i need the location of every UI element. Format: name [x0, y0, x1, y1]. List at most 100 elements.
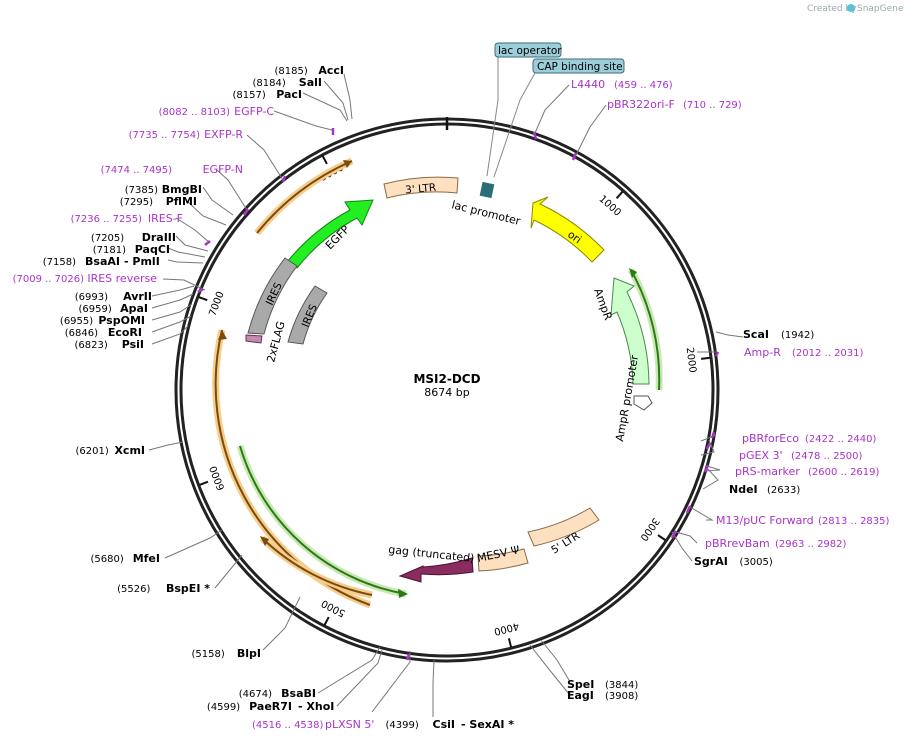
site-spei[interactable]: (3844)SpeI — [567, 678, 638, 691]
primer-pos-exfpr: (7735 .. 7754) — [129, 130, 201, 141]
site-bsaai[interactable]: (7158)BsaAI- PmlI — [43, 255, 160, 268]
site-ndei[interactable]: (2633)NdeI — [729, 483, 800, 496]
site-name-eagi: EagI — [567, 689, 594, 702]
site-bspei[interactable]: (5526)BspEI * — [117, 582, 210, 595]
flag-feature[interactable] — [245, 334, 263, 344]
site-blpi[interactable]: (5158)BlpI — [192, 647, 261, 660]
orf-arc-2-head — [629, 268, 637, 278]
mesv-feature[interactable] — [477, 548, 529, 572]
primer-name-exfpr: EXFP-R — [204, 128, 243, 141]
flag-label: 2xFLAG — [264, 320, 287, 364]
site-pos-ndei: (2633) — [767, 485, 800, 496]
site-name-scai: ScaI — [743, 328, 769, 341]
site-ecori[interactable]: (6846)EcoRI — [65, 326, 142, 339]
site-name-paqci: PaqCI — [135, 243, 170, 256]
primer-name-iresf: IRES-F — [148, 212, 183, 225]
cap-site-box[interactable] — [532, 58, 625, 74]
tick-label-1000: 1000 — [597, 194, 623, 219]
primer-prsmarker[interactable]: (2600 .. 2619) pRS-marker — [735, 465, 880, 478]
site-name-avrii: AvrII — [123, 290, 152, 303]
orf-arc-3-head — [218, 330, 227, 340]
site-paer7i[interactable]: (4599)PaeR7I- XhoI — [207, 700, 334, 713]
tick-label-7000: 7000 — [207, 290, 226, 318]
primer-ampr[interactable]: (2012 .. 2031)Amp-R — [744, 346, 864, 359]
site-pos-avrii: (6993) — [75, 292, 108, 303]
gag-label: gag (truncated) — [388, 543, 475, 565]
ori-feature[interactable] — [530, 196, 605, 263]
orf-arc-5-line — [239, 445, 407, 595]
primer-iresf[interactable]: (7236 .. 7255)IRES-F — [71, 212, 183, 225]
site-csii[interactable]: (4399)CsiI- SexAI * — [386, 718, 515, 731]
primer-name-l4440: L4440 — [571, 78, 605, 91]
site-psii[interactable]: (6823)PsiI — [75, 338, 144, 351]
site-acci[interactable]: (8185)AccI — [275, 64, 344, 77]
leader-lines — [148, 73, 744, 717]
primer-pos-pbr322: (710 .. 729) — [683, 100, 742, 111]
primer-name-egfpc: EGFP-C — [234, 105, 274, 118]
site-sali[interactable]: (8184)SalI — [253, 76, 322, 89]
ires-inner-feature[interactable] — [287, 285, 328, 345]
site-xcmi[interactable]: (6201)XcmI — [76, 444, 145, 457]
ltr5-feature[interactable] — [527, 507, 600, 547]
site-bsabi[interactable]: (4674)BsaBI — [239, 687, 316, 700]
site-name-draiii: DraIII — [142, 231, 176, 244]
site-name-ecori: EcoRI — [108, 326, 142, 339]
primer-m13[interactable]: (2813 .. 2835)M13/pUC Forward — [716, 514, 890, 527]
site-extra-bsaai: - PmlI — [124, 255, 160, 268]
primer-pgex3[interactable]: (2478 .. 2500)pGEX 3' — [739, 449, 863, 462]
ampr-label: AmpR — [591, 287, 615, 323]
primer-name-pgex3: pGEX 3' — [739, 449, 783, 462]
egfp-feature[interactable] — [286, 199, 374, 269]
primer-pos-prsmarker: (2600 .. 2619) — [808, 467, 880, 478]
site-avrii[interactable]: (6993) AvrII — [75, 290, 152, 303]
ires-feature[interactable] — [247, 257, 298, 335]
primer-name-pbr322: pBR322ori-F — [607, 98, 675, 111]
primer-pos-m13: (2813 .. 2835) — [818, 516, 890, 527]
site-name-psp: PspOMI — [98, 314, 145, 327]
primer-pbrforeco[interactable]: (2422 .. 2440)pBRforEco — [742, 432, 877, 445]
primer-iresrev[interactable]: (7009 .. 7026)IRES reverse — [13, 272, 158, 285]
primer-name-prsmarker: pRS-marker — [735, 465, 800, 478]
site-mfei[interactable]: (5680)MfeI — [91, 552, 160, 565]
top-feature-labels: lac operator CAP binding site — [486, 42, 625, 178]
tick-mark-2000 — [700, 356, 711, 360]
tick-label-4000: 4000 — [493, 620, 520, 637]
primer-pbrrevbam[interactable]: (2963 .. 2982)pBRrevBam — [705, 537, 847, 550]
lac-operator-feature[interactable] — [479, 181, 495, 199]
site-scai[interactable]: (1942) ScaI — [743, 328, 814, 341]
site-pos-bsaai: (7158) — [43, 257, 76, 268]
site-pos-scai: (1942) — [781, 330, 814, 341]
site-pos-mfei: (5680) — [91, 554, 124, 565]
site-bmgbi[interactable]: (7385)BmgBI — [125, 183, 202, 196]
primer-egfpn[interactable]: (7474 .. 7495)EGFP-N — [101, 163, 243, 176]
site-apai[interactable]: (6959)ApaI — [79, 302, 148, 315]
gag-feature[interactable] — [398, 557, 474, 583]
site-pos-apai: (6959) — [79, 304, 112, 315]
ltr3-feature[interactable] — [383, 176, 459, 199]
site-name-bspei: BspEI * — [166, 582, 210, 595]
tick-mark-3000 — [657, 534, 666, 541]
ampr-feature[interactable] — [610, 277, 650, 385]
site-name-paci: PacI — [276, 88, 302, 101]
backbone — [174, 117, 720, 663]
primer-pos-l4440: (459 .. 476) — [614, 80, 673, 91]
primer-pbr322[interactable]: (710 .. 729) pBR322ori-F — [607, 98, 742, 111]
ltr3-label: 3' LTR — [405, 182, 437, 197]
site-pos-eagi: (3908) — [605, 691, 638, 702]
site-paci[interactable]: (8157)PacI — [233, 88, 302, 101]
site-paqci[interactable]: (7181)PaqCI — [93, 243, 170, 256]
primer-egfpc[interactable]: (8082 .. 8103)EGFP-C — [159, 105, 275, 118]
site-sgrai[interactable]: (3005)SgrAI — [694, 555, 773, 568]
ampr-promoter-feature[interactable] — [633, 395, 653, 411]
tick-mark-1000 — [615, 190, 624, 199]
lac-operator-box[interactable] — [494, 42, 562, 58]
site-pflmi[interactable]: (7295)PflMI — [120, 195, 197, 208]
site-eagi[interactable]: (3908) EagI — [567, 689, 638, 702]
primer-l4440[interactable]: (459 .. 476) L4440 — [571, 78, 673, 91]
primer-plxsn5[interactable]: (4516 .. 4538)pLXSN 5' — [252, 718, 374, 731]
tick-label-5000: 5000 — [320, 597, 348, 619]
site-psp[interactable]: (6955)PspOMI — [60, 314, 145, 327]
primer-exfpr[interactable]: (7735 .. 7754)EXFP-R — [129, 128, 244, 141]
site-draiii[interactable]: (7205)DraIII — [91, 231, 176, 244]
primer-name-pbrforeco: pBRforEco — [742, 432, 799, 445]
